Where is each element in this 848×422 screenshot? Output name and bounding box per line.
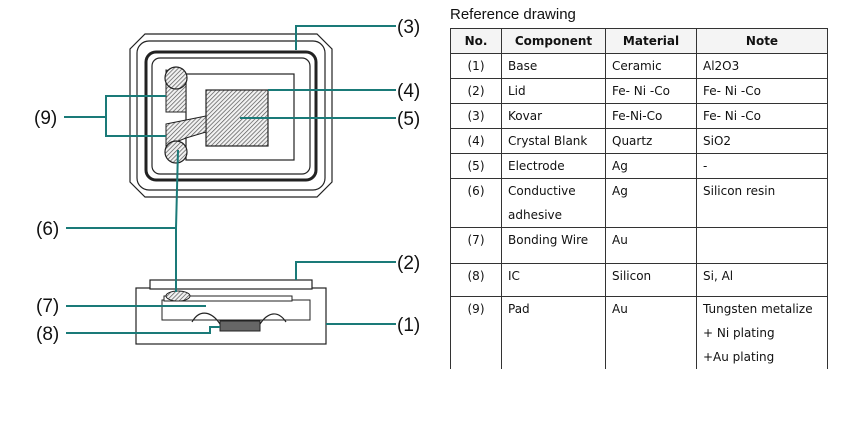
adhesive-bump	[165, 290, 191, 302]
header-no: No.	[450, 28, 502, 54]
cell-material: Fe- Ni -Co	[605, 78, 697, 104]
cell-note: Silicon resin	[696, 178, 828, 228]
cell-note-line: + Ni plating	[703, 326, 775, 340]
cell-note: Al2O3	[696, 53, 828, 79]
table-row: (2) Lid Fe- Ni -Co Fe- Ni -Co	[450, 78, 828, 104]
cell-component-line: Lid	[508, 84, 526, 98]
cell-component-line: Base	[508, 59, 538, 73]
cell-component: Electrode	[501, 153, 606, 179]
cell-material: Au	[605, 227, 697, 264]
electrode-lead-bottom	[165, 115, 207, 147]
cell-component: Lid	[501, 78, 606, 104]
cell-note-line: +Au plating	[703, 350, 775, 364]
cell-no: (5)	[450, 153, 502, 179]
cell-no: (6)	[450, 178, 502, 228]
cell-note: Si, Al	[696, 263, 828, 297]
cell-no: (4)	[450, 128, 502, 154]
cell-note-line: Fe- Ni -Co	[703, 84, 761, 98]
cell-component-line: Electrode	[508, 159, 565, 173]
cell-no: (1)	[450, 53, 502, 79]
table-row: (8) IC Silicon Si, Al	[450, 263, 828, 297]
cell-material: Ag	[605, 153, 697, 179]
callout-6: (6)	[36, 219, 59, 240]
cell-material: Fe-Ni-Co	[605, 103, 697, 129]
cell-component: Crystal Blank	[501, 128, 606, 154]
leader-3	[295, 25, 396, 50]
callout-labels: (3) (4) (5) (9) (6) (2) (7) (8) (1)	[34, 17, 420, 345]
cell-note-line: Si, Al	[703, 269, 734, 283]
ic-die	[219, 320, 261, 332]
top-view	[129, 33, 333, 198]
cell-note-line: SiO2	[703, 134, 732, 148]
table-row: (4) Crystal Blank Quartz SiO2	[450, 128, 828, 154]
cell-note: Tungsten metalize + Ni plating +Au plating	[696, 296, 828, 369]
callout-3: (3)	[397, 17, 420, 38]
cell-no: (7)	[450, 227, 502, 264]
cell-component-line: adhesive	[508, 208, 563, 222]
header-component: Component	[501, 28, 606, 54]
leader-2	[295, 261, 396, 280]
cell-material: Au	[605, 296, 697, 369]
pad-top	[164, 66, 188, 90]
cell-component-line: Kovar	[508, 109, 543, 123]
table-row: (6) Conductive adhesive Ag Silicon resin	[450, 178, 828, 228]
table-row: (1) Base Ceramic Al2O3	[450, 53, 828, 79]
pad-bottom	[164, 140, 188, 164]
cell-material: Ag	[605, 178, 697, 228]
cell-note-line: Fe- Ni -Co	[703, 109, 761, 123]
cell-note-line: -	[703, 159, 708, 173]
side-view	[135, 279, 327, 345]
cell-material: Quartz	[605, 128, 697, 154]
lid-plate	[149, 279, 313, 290]
callout-9: (9)	[34, 108, 57, 129]
cell-note-line: Tungsten metalize	[703, 302, 813, 316]
cell-no: (8)	[450, 263, 502, 297]
cavity-recess	[161, 299, 311, 321]
cell-component: Pad	[501, 296, 606, 369]
cell-no: (3)	[450, 103, 502, 129]
cell-component: Conductive adhesive	[501, 178, 606, 228]
cell-component: Kovar	[501, 103, 606, 129]
leader-8	[66, 326, 220, 334]
cell-material: Silicon	[605, 263, 697, 297]
package-diagram: (3) (4) (5) (9) (6) (2) (7) (8) (1)	[34, 17, 420, 345]
table-row: (3) Kovar Fe-Ni-Co Fe- Ni -Co	[450, 103, 828, 129]
bonding-wire-left	[191, 312, 221, 325]
table-header-row: No. Component Material Note	[450, 28, 828, 54]
callout-1: (1)	[397, 315, 420, 336]
cell-component: IC	[501, 263, 606, 297]
reference-drawing-title: Reference drawing	[450, 6, 576, 23]
crystal-side	[163, 295, 293, 302]
cell-component-line: Conductive	[508, 184, 576, 198]
cell-component-line: Crystal Blank	[508, 134, 588, 148]
cell-material: Ceramic	[605, 53, 697, 79]
component-table: No. Component Material Note (1) Base Ceram…	[450, 28, 828, 369]
cell-component-line: Bonding Wire	[508, 233, 589, 247]
cell-note-line: Silicon resin	[703, 184, 776, 198]
cell-component-line: Pad	[508, 302, 530, 316]
cell-no: (9)	[450, 296, 502, 369]
cell-note: Fe- Ni -Co	[696, 78, 828, 104]
cell-no: (2)	[450, 78, 502, 104]
callout-5: (5)	[397, 109, 420, 130]
cell-component: Bonding Wire	[501, 227, 606, 264]
callout-7: (7)	[36, 296, 59, 317]
cell-note-line: Al2O3	[703, 59, 740, 73]
table-row: (9) Pad Au Tungsten metalize + Ni plating +Au…	[450, 296, 828, 369]
cell-note: Fe- Ni -Co	[696, 103, 828, 129]
cell-note	[696, 227, 828, 264]
header-material: Material	[605, 28, 697, 54]
table-row: (7) Bonding Wire Au	[450, 227, 828, 264]
callout-4: (4)	[397, 81, 420, 102]
table-row: (5) Electrode Ag-	[450, 153, 828, 179]
cell-note: SiO2	[696, 128, 828, 154]
leader-lines	[64, 25, 396, 334]
cell-component: Base	[501, 53, 606, 79]
callout-8: (8)	[36, 324, 59, 345]
bonding-wire-right	[259, 313, 287, 325]
cell-note: -	[696, 153, 828, 179]
header-note: Note	[696, 28, 828, 54]
callout-2: (2)	[397, 253, 420, 274]
cell-component-line: IC	[508, 269, 520, 283]
